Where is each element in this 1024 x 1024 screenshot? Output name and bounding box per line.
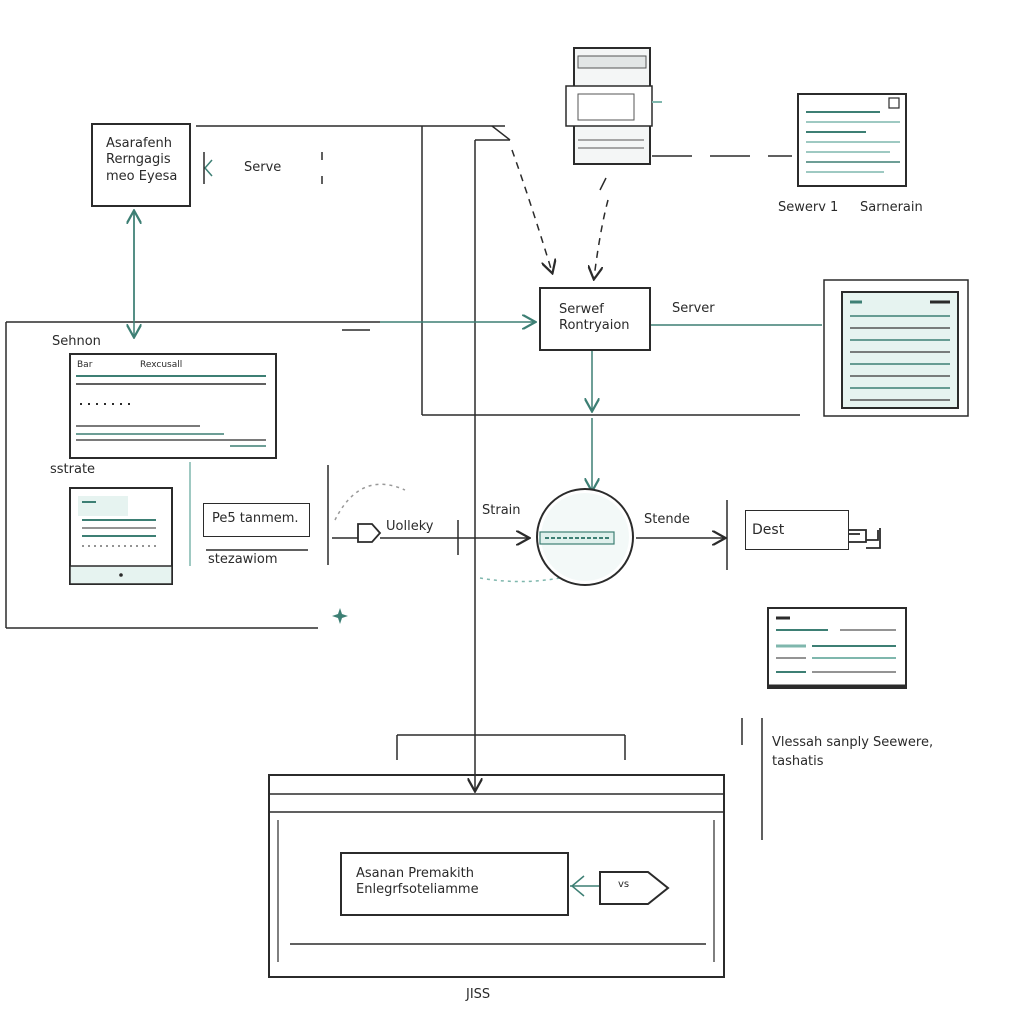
stende-label: Stende [644,512,690,527]
bottom-inner-line-1: Asanan Premakith [356,866,474,881]
source-line-2: Rerngagis [106,152,171,168]
pe-box: Pe5 tanmem. [203,503,310,537]
dest-label: Dest [752,522,785,538]
server-box: Serwef Rontryaion [539,287,651,351]
collect-label: Uolleky [386,519,434,534]
report-icon [767,607,907,689]
caption-sewerv: Sewerv 1 [778,200,839,215]
valve-icon [357,523,382,543]
serve-tag: Serve [244,160,282,175]
side-note-line-2: tashatis [772,754,824,769]
monitor-icon [823,279,969,417]
caption-sarnerain: Sarnerain [860,200,923,215]
globe-node [536,488,634,586]
plug-icon [841,528,881,549]
server-line-1: Serwef [559,302,604,317]
server-line-2: Rontryaion [559,318,630,334]
document-icon [797,93,907,187]
database-icon [565,47,662,165]
strain-label: Strain [482,503,521,518]
bottom-inner-box: Asanan Premakith Enlegrfsoteliamme [340,852,569,916]
stream-label: stezawiom [208,552,278,567]
section-doc-header-a: Bar [77,360,93,370]
dest-box: Dest [745,510,849,550]
section-label: Sehnon [52,334,101,349]
pe-box-label: Pe5 tanmem. [212,511,299,526]
bottom-arrow-label: vs [618,879,630,890]
connectors [5,125,822,897]
bottom-caption: JISS [466,987,491,1002]
sstrate-label: sstrate [50,462,96,477]
section-document [69,353,277,459]
server-right-label: Server [672,301,715,316]
source-line-3: meo Eyesa [106,168,178,184]
source-line-1: Asarafenh [106,136,172,151]
bottom-frame [268,774,725,978]
source-box: Asarafenh Rerngagis meo Eyesa [91,123,191,207]
side-note-line-1: Vlessah sanply Seewere, [772,735,934,750]
small-monitor-icon [69,487,173,585]
bottom-inner-line-2: Enlegrfsoteliamme [356,882,479,898]
section-doc-header-b: Rexcusall [140,360,183,370]
sparkle-icon [332,608,348,624]
